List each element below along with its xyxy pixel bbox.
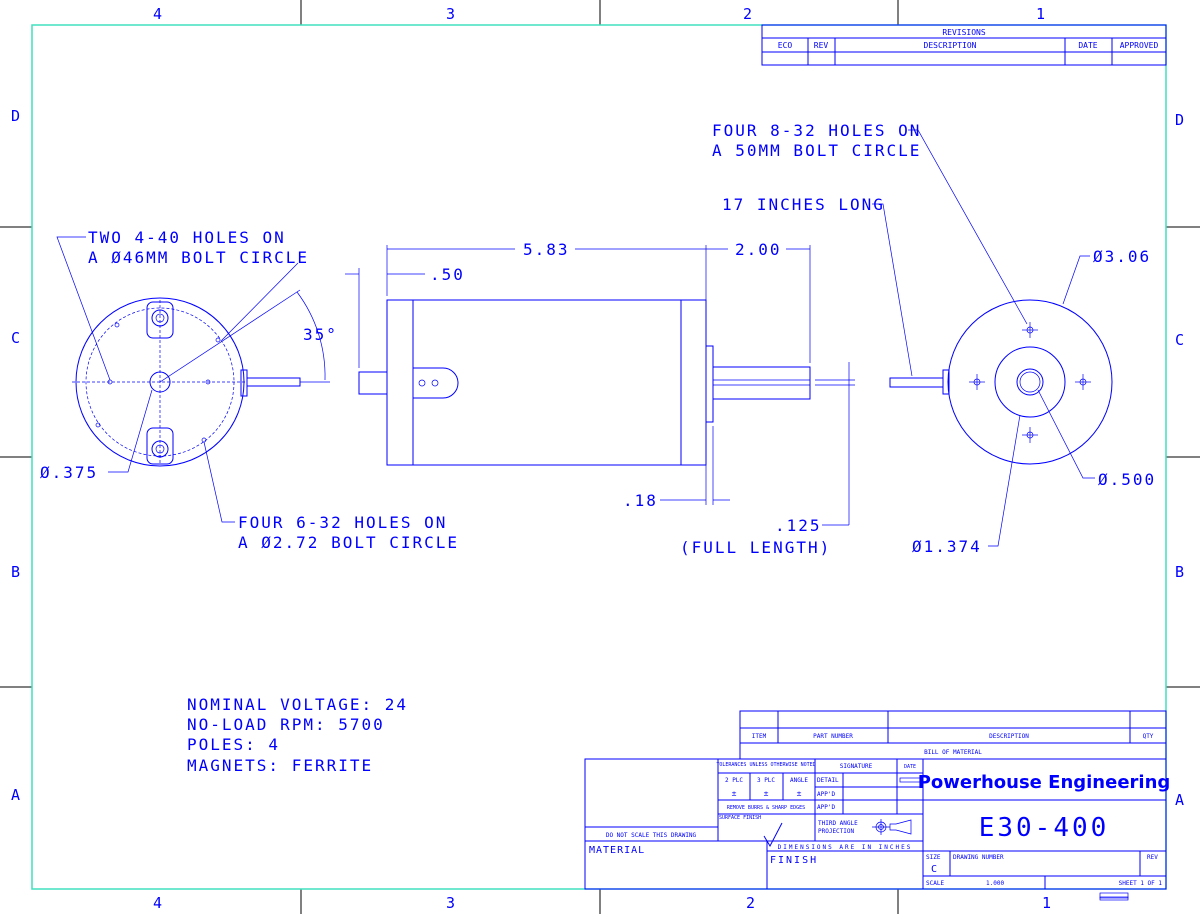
bom-header-item: ITEM [752,733,767,740]
spec-voltage: NOMINAL VOLTAGE: 24 [187,695,408,714]
projection-line1: THIRD ANGLE [818,820,858,827]
angle-dim: 35° [303,325,338,344]
material-label: MATERIAL [589,845,645,856]
size-label: SIZE [926,854,941,861]
revisions-title: REVISIONS [942,28,986,37]
shaft-length-dim: 2.00 [735,240,782,259]
finish-label: FINISH [770,855,818,866]
lead-length-note: 17 INCHES LONG [722,195,885,214]
scale-label: SCALE [926,880,944,887]
note-two-holes-line1: TWO 4-40 HOLES ON [88,228,286,247]
do-not-scale-note: DO NOT SCALE THIS DRAWING [606,832,697,839]
zone-bottom-2: 2 [746,894,755,912]
surface-finish-label: SURFACE FINISH [719,815,761,821]
zone-top-3: 3 [446,5,455,23]
note-holes-line1: FOUR 8-32 HOLES ON [712,121,921,140]
note-two-holes-line2: A Ø46MM BOLT CIRCLE [88,248,309,267]
rev-header-approved: APPROVED [1120,41,1159,50]
shaft-dia-dim-right: Ø.500 [1098,470,1156,489]
spec-notes: NOMINAL VOLTAGE: 24 NO-LOAD RPM: 5700 PO… [187,695,408,775]
tol-angle-pm: ± [797,789,802,798]
bom-title: BILL OF MATERIAL [924,749,982,756]
zone-bottom-4: 4 [153,894,162,912]
note-four-holes-line2: A Ø2.72 BOLT CIRCLE [238,533,459,552]
dimensions-note: DIMENSIONS ARE IN INCHES [778,844,913,851]
tol-3plc: 3 PLC [757,777,775,784]
sheet-marker-icon [1099,892,1129,901]
rev-label: REV [1147,854,1158,861]
third-angle-projection-icon [872,819,912,835]
note-four-holes-line1: FOUR 6-32 HOLES ON [238,513,447,532]
zone-right-a: A [1175,791,1184,809]
bom-header-qty: QTY [1143,733,1154,740]
flat-dim: .125 [775,516,822,535]
right-end-view: FOUR 8-32 HOLES ON A 50MM BOLT CIRCLE 17… [712,121,1156,556]
size-value: C [931,864,937,875]
rev-header-rev: REV [814,41,829,50]
offset-dim: .50 [430,265,465,284]
spec-rpm: NO-LOAD RPM: 5700 [187,715,385,734]
shaft-dia-dim: Ø.375 [40,463,98,482]
flange-dim: .18 [623,491,658,510]
zone-bottom-1: 1 [1042,894,1051,912]
zone-labels: 4 3 2 1 4 3 2 1 D C B A D C B A [11,5,1184,912]
title-block: TOLERANCES UNLESS OTHERWISE NOTED 2 PLC … [584,758,1171,890]
flat-note: (FULL LENGTH) [680,538,831,557]
detail-label: DETAIL [817,777,839,784]
left-end-view: 35° TWO 4-40 HOLES ON A Ø46MM BOLT CIRCL… [40,228,459,552]
drawing-number: E30-400 [979,813,1110,843]
zone-right-d: D [1175,111,1184,129]
tolerances-label: TOLERANCES UNLESS OTHERWISE NOTED [716,762,815,768]
rev-header-description: DESCRIPTION [924,41,977,50]
zone-left-b: B [11,563,20,581]
tol-angle: ANGLE [790,777,808,784]
outer-dia-dim: Ø3.06 [1093,247,1151,266]
zone-left-c: C [11,329,20,347]
boss-dia-dim: Ø1.374 [912,537,982,556]
zone-right-b: B [1175,563,1184,581]
bom-header-description: DESCRIPTION [989,733,1029,740]
zone-right-c: C [1175,331,1184,349]
spec-magnets: MAGNETS: FERRITE [187,756,373,775]
zone-left-d: D [11,107,20,125]
spec-poles: POLES: 4 [187,735,280,754]
zone-top-4: 4 [153,5,162,23]
sheet-label: SHEET 1 OF 1 [1119,880,1163,887]
company-name: Powerhouse Engineering [918,772,1171,793]
signature-label: SIGNATURE [840,763,873,770]
bill-of-material: ITEM PART NUMBER DESCRIPTION QTY BILL OF… [739,710,1167,760]
scale-value: 1.000 [986,880,1004,887]
drawing-number-label: DRAWING NUMBER [953,854,1004,861]
date-label: DATE [904,764,916,770]
tol-2plc-pm: ± [732,789,737,798]
bom-header-part-number: PART NUMBER [813,733,853,740]
zone-bottom-3: 3 [446,894,455,912]
appd-label-2: APP'D [817,804,835,811]
projection-line2: PROJECTION [818,828,855,835]
side-view: 5.83 2.00 .50 .18 .125 (FULL LENGTH) [345,240,855,557]
note-holes-line2: A 50MM BOLT CIRCLE [712,141,921,160]
rev-header-date: DATE [1078,41,1097,50]
length-dim: 5.83 [523,240,570,259]
zone-left-a: A [11,786,20,804]
remove-burrs-note: REMOVE BURRS & SHARP EDGES [727,805,805,811]
zone-top-1: 1 [1036,5,1045,23]
zone-top-2: 2 [743,5,752,23]
tol-2plc: 2 PLC [725,777,743,784]
rev-header-eco: ECO [778,41,793,50]
appd-label-1: APP'D [817,791,835,798]
revisions-table: REVISIONS ECO REV DESCRIPTION DATE APPRO… [761,24,1167,66]
tol-3plc-pm: ± [764,789,769,798]
